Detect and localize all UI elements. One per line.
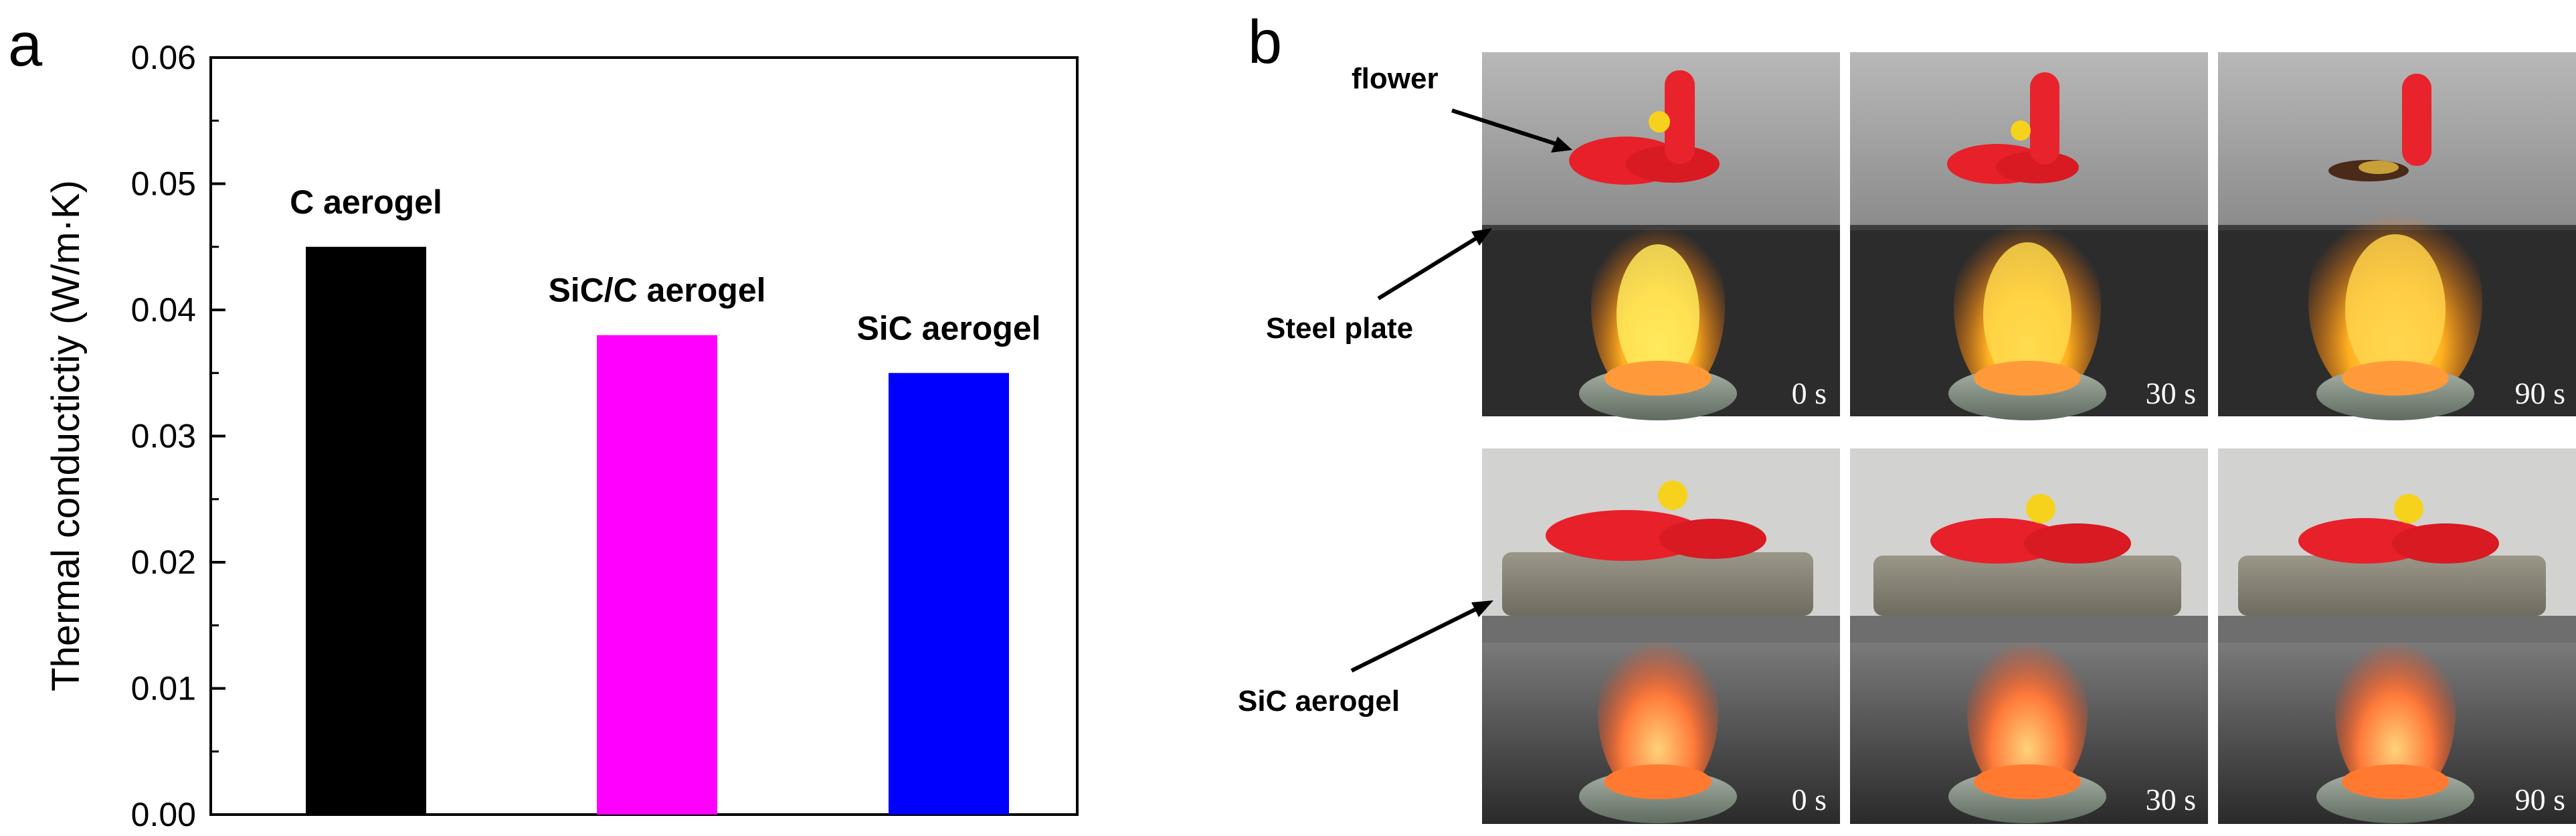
time-label: 30 s — [2146, 782, 2196, 817]
annotation-sic-aerogel: SiC aerogel — [1238, 600, 1493, 718]
photo-steel-30s: 30 s — [1850, 52, 2208, 420]
flower-label: flower — [1352, 62, 1439, 95]
time-label: 90 s — [2515, 376, 2565, 410]
y-tick-label: 0.04 — [131, 291, 196, 329]
photo-aerogel-90s: 90 s — [2218, 448, 2576, 824]
y-tick-label: 0.02 — [131, 544, 196, 581]
steel-plate-label: Steel plate — [1266, 312, 1413, 345]
time-label: 90 s — [2515, 782, 2565, 817]
aerogel-block — [1502, 552, 1813, 616]
bar-label: C aerogel — [290, 183, 442, 221]
photo-aerogel-30s: 30 s — [1850, 448, 2208, 824]
flower-icon — [1930, 494, 2131, 564]
panel-a-letter: a — [8, 11, 43, 79]
annotation-steel-plate: Steel plate — [1266, 228, 1492, 345]
bar-sic-c-aerogel — [597, 335, 717, 815]
flower-icon — [2298, 494, 2499, 564]
time-label: 30 s — [2146, 376, 2196, 410]
bar-label: SiC/C aerogel — [548, 272, 765, 309]
burnt-flower-icon — [2328, 74, 2431, 181]
flower-icon — [1546, 481, 1766, 561]
y-tick-label: 0.06 — [131, 39, 196, 76]
y-tick-label: 0.03 — [131, 418, 196, 455]
flower-icon — [1947, 72, 2079, 184]
y-axis-ticks: 0.00 0.01 0.02 0.03 0.04 0.05 0.06 — [131, 39, 225, 833]
panel-b-letter: b — [1248, 8, 1282, 76]
aerogel-block — [2238, 556, 2546, 616]
arrow-icon — [1350, 604, 1484, 673]
sic-aerogel-label: SiC aerogel — [1238, 685, 1400, 718]
arrow-icon — [1377, 232, 1484, 301]
photo-aerogel-0s: 0 s — [1482, 448, 1840, 824]
arrow-icon — [1451, 108, 1563, 148]
bar-sic-aerogel — [889, 373, 1009, 815]
annotation-flower: flower — [1352, 62, 1572, 153]
time-label: 0 s — [1792, 782, 1827, 817]
photo-steel-90s: 90 s — [2218, 52, 2576, 420]
aerogel-block — [1873, 556, 2181, 616]
y-axis-title: Thermal conductictiy (W/m·K) — [44, 180, 88, 691]
flower-icon — [1569, 70, 1720, 185]
photo-steel-0s: 0 s — [1482, 52, 1840, 420]
bar-label: SiC aerogel — [856, 309, 1040, 347]
bar-chart: 0.00 0.01 0.02 0.03 0.04 0.05 0.06 C aerogelSi… — [44, 39, 1079, 833]
y-tick-label: 0.01 — [131, 670, 196, 707]
bar-c-aerogel — [306, 246, 426, 815]
photo-grid: 0 s 30 s — [1238, 52, 2576, 824]
time-label: 0 s — [1792, 376, 1827, 410]
y-tick-label: 0.00 — [131, 796, 196, 833]
y-tick-label: 0.05 — [131, 165, 196, 203]
